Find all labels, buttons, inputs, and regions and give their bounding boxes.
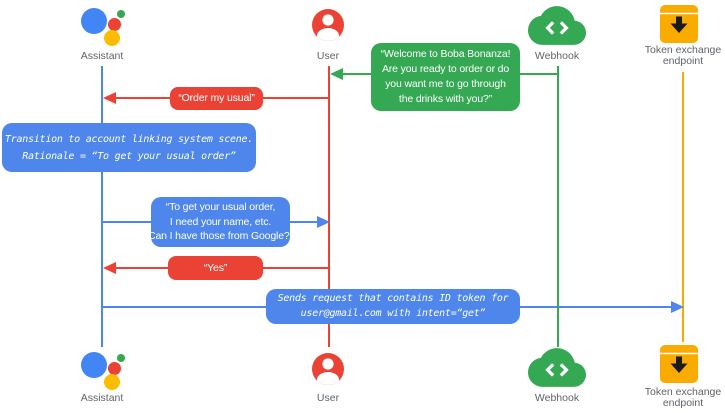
token-endpoint-label-top: Token exchange endpoint — [644, 44, 722, 67]
token-endpoint-icon — [659, 4, 699, 44]
assistant-logo-red-circle — [108, 18, 121, 31]
assistant-lifeline — [101, 66, 103, 347]
send-request-message: Sends request that contains ID token for… — [266, 289, 520, 324]
arrowhead-ask-to-user — [317, 216, 330, 228]
assistant-label-top: Assistant — [80, 50, 124, 62]
webhook-label-top: Webhook — [534, 50, 580, 62]
arrowhead-order-to-assistant — [103, 92, 116, 104]
ask-info-message: “To get your usual order, I need your na… — [148, 197, 293, 247]
assistant-label-bottom: Assistant — [80, 392, 124, 404]
google-assistant-icon-bottom — [79, 350, 127, 394]
welcome-message: “Welcome to Boba Bonanza! Are you ready … — [371, 43, 520, 111]
token-endpoint-label-bottom: Token exchange endpoint — [644, 386, 722, 409]
webhook-lifeline — [557, 66, 559, 347]
arrowhead-welcome-to-user — [330, 68, 343, 80]
arrowhead-send-to-token-endpoint — [671, 301, 684, 313]
user-lifeline — [328, 66, 330, 347]
assistant-logo-yellow-circle — [104, 374, 120, 390]
transition-note: Transition to account linking system sce… — [2, 123, 256, 172]
user-label-top: User — [316, 50, 340, 62]
user-icon-bottom — [310, 351, 346, 387]
webhook-cloud-icon-bottom — [528, 347, 586, 387]
arrowhead-yes-to-assistant — [103, 262, 116, 274]
assistant-logo-green-dot — [117, 10, 125, 18]
assistant-logo-yellow-circle — [104, 30, 120, 46]
google-assistant-icon — [79, 6, 127, 50]
token-endpoint-lifeline — [682, 72, 684, 342]
assistant-logo-red-circle — [108, 362, 121, 375]
yes-message: “Yes” — [168, 256, 263, 280]
assistant-logo-blue-circle — [81, 8, 107, 34]
user-label-bottom: User — [316, 392, 340, 404]
webhook-label-bottom: Webhook — [534, 392, 580, 404]
token-endpoint-icon-bottom — [659, 344, 699, 384]
webhook-cloud-icon — [528, 5, 586, 45]
assistant-logo-green-dot — [117, 354, 125, 362]
user-icon — [310, 7, 346, 43]
assistant-logo-blue-circle — [81, 352, 107, 378]
order-my-usual-message: “Order my usual” — [170, 87, 263, 110]
